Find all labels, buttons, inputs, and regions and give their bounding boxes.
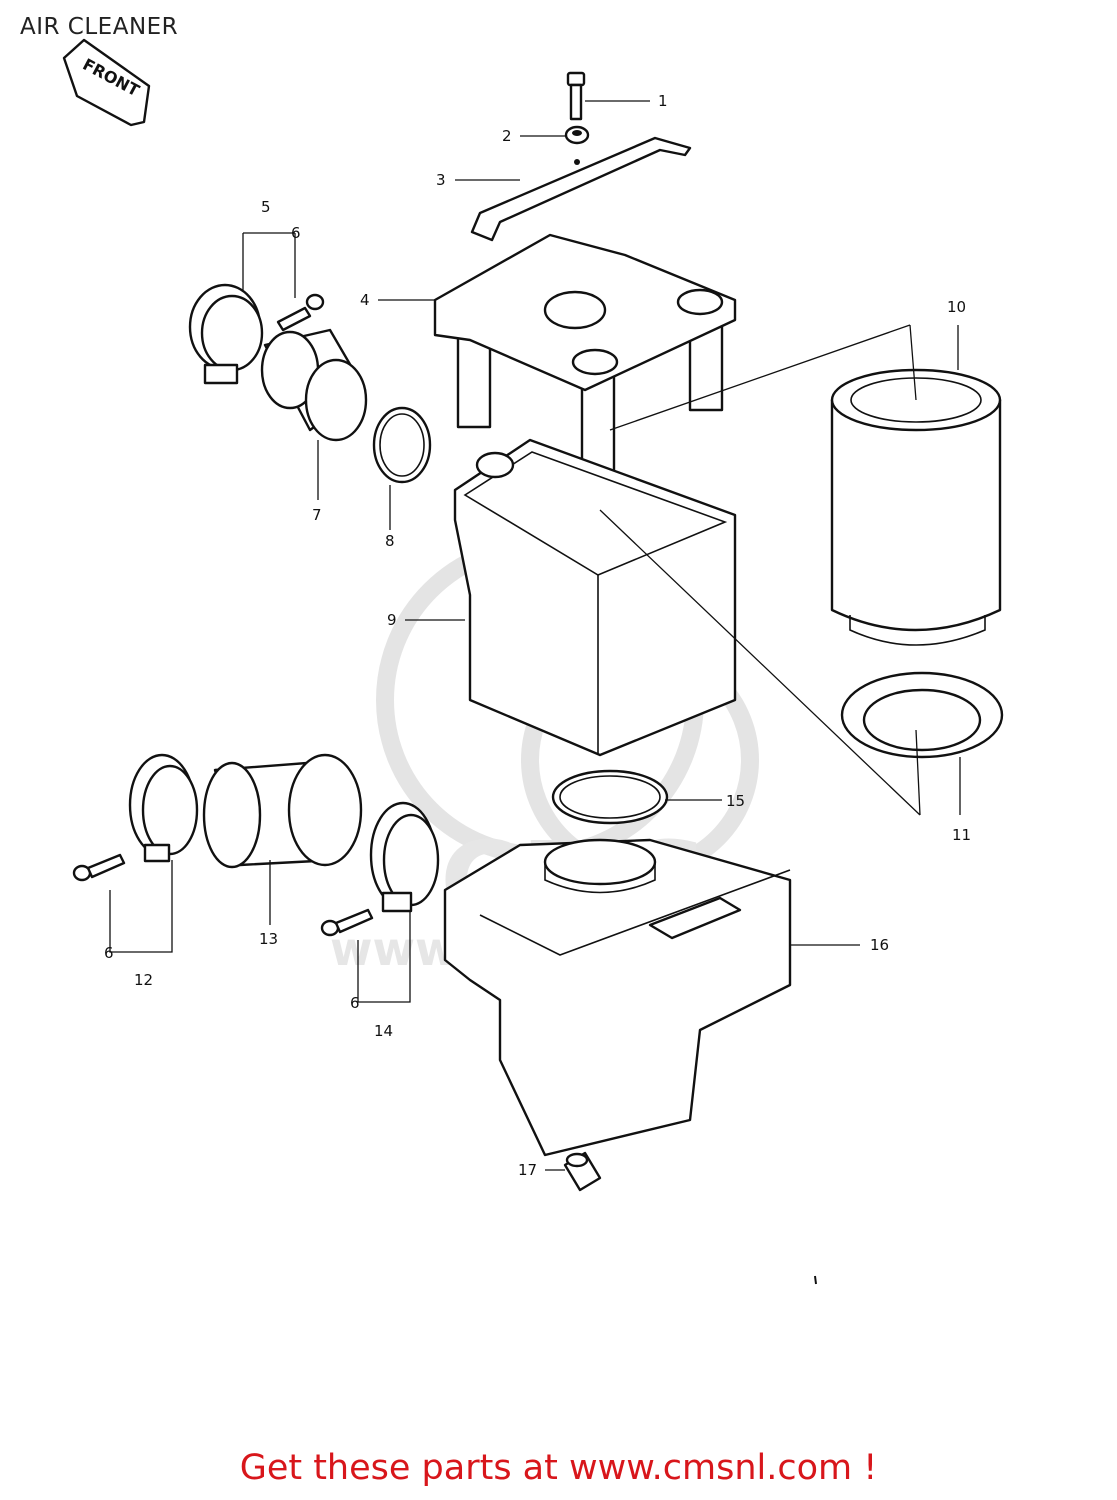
callout-13: 13 xyxy=(259,930,278,948)
oring-part-8 xyxy=(372,406,432,484)
callout-16: 16 xyxy=(870,936,889,954)
callout-15: 15 xyxy=(726,792,745,810)
front-arrow-icon: FRONT xyxy=(62,38,151,127)
filter-part-10 xyxy=(830,368,1002,646)
screw-part-6-right xyxy=(320,908,374,937)
callout-3: 3 xyxy=(436,171,446,189)
seal-part-11 xyxy=(840,671,1004,759)
callout-6-left: 6 xyxy=(104,944,114,962)
callout-6-right: 6 xyxy=(350,994,360,1012)
callout-7: 7 xyxy=(312,506,322,524)
bolt-part-1 xyxy=(566,71,586,121)
footer-promo-text[interactable]: Get these parts at www.cmsnl.com ! xyxy=(239,1448,878,1488)
housing-part-16 xyxy=(443,838,792,1157)
screw-part-6 xyxy=(276,293,325,332)
clamp-part-12 xyxy=(128,753,199,863)
leader-lines xyxy=(109,100,961,1171)
callout-11: 11 xyxy=(952,826,971,844)
callout-6-top: 6 xyxy=(291,224,301,242)
page-title: AIR CLEANER xyxy=(20,14,179,40)
callout-4: 4 xyxy=(360,291,370,309)
oring-part-15 xyxy=(551,769,669,825)
callout-9: 9 xyxy=(387,611,397,629)
callout-5: 5 xyxy=(261,198,271,216)
case-part-9 xyxy=(453,438,737,757)
callout-2: 2 xyxy=(502,127,512,145)
callout-1: 1 xyxy=(658,92,668,110)
duct-part-7 xyxy=(260,328,368,442)
callout-14: 14 xyxy=(374,1022,393,1040)
callout-8: 8 xyxy=(385,532,395,550)
strap-part-3 xyxy=(470,136,692,242)
clamp-part-14 xyxy=(369,801,440,913)
clamp-part-5 xyxy=(188,283,264,385)
callout-10: 10 xyxy=(947,298,966,316)
callout-12: 12 xyxy=(134,971,153,989)
duct-part-13 xyxy=(202,753,363,869)
cover-part-4 xyxy=(433,233,737,477)
callout-17: 17 xyxy=(518,1161,537,1179)
screw-part-6-left xyxy=(72,853,126,882)
nut-part-2 xyxy=(564,125,590,145)
plug-part-17 xyxy=(563,1151,602,1192)
stray-mark xyxy=(814,1275,817,1285)
